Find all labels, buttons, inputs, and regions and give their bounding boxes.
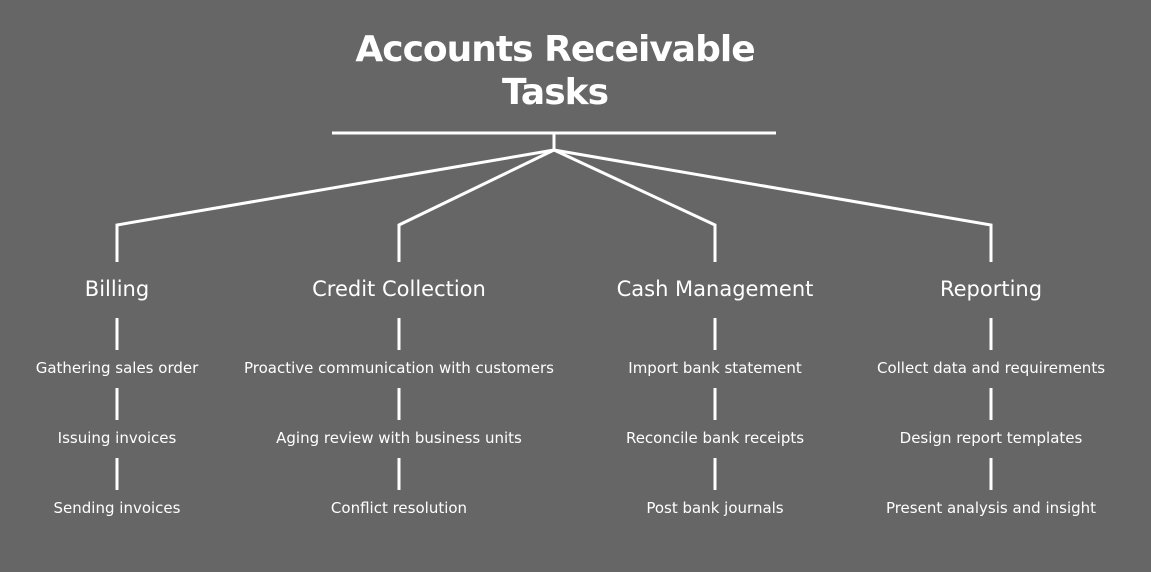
title-line-2: Tasks [501, 72, 609, 113]
task-credit-2: Aging review with business units [276, 429, 522, 447]
task-credit-1: Proactive communication with customers [244, 359, 554, 377]
task-cash-2: Reconcile bank receipts [625, 429, 805, 447]
category-cash-management: Cash Management [616, 277, 814, 301]
category-billing: Billing [84, 277, 150, 301]
category-credit-collection: Credit Collection [312, 277, 486, 301]
task-reporting-3: Present analysis and insight [885, 499, 1097, 517]
task-credit-3: Conflict resolution [330, 499, 468, 517]
task-reporting-1: Collect data and requirements [876, 359, 1106, 377]
task-reporting-2: Design report templates [899, 429, 1083, 447]
category-reporting: Reporting [939, 277, 1043, 301]
title-line-1: Accounts Receivable [355, 29, 755, 70]
task-billing-2: Issuing invoices [57, 429, 177, 447]
task-cash-1: Import bank statement [628, 359, 802, 377]
task-billing-1: Gathering sales order [35, 359, 199, 377]
task-billing-3: Sending invoices [53, 499, 181, 517]
task-cash-3: Post bank journals [646, 499, 784, 517]
branch-credit-collection [397, 148, 555, 262]
branch-cash-management [553, 148, 717, 262]
branch-reporting [553, 148, 993, 262]
branch-billing [115, 148, 555, 262]
diagram-title: Accounts Receivable Tasks [0, 28, 1110, 114]
